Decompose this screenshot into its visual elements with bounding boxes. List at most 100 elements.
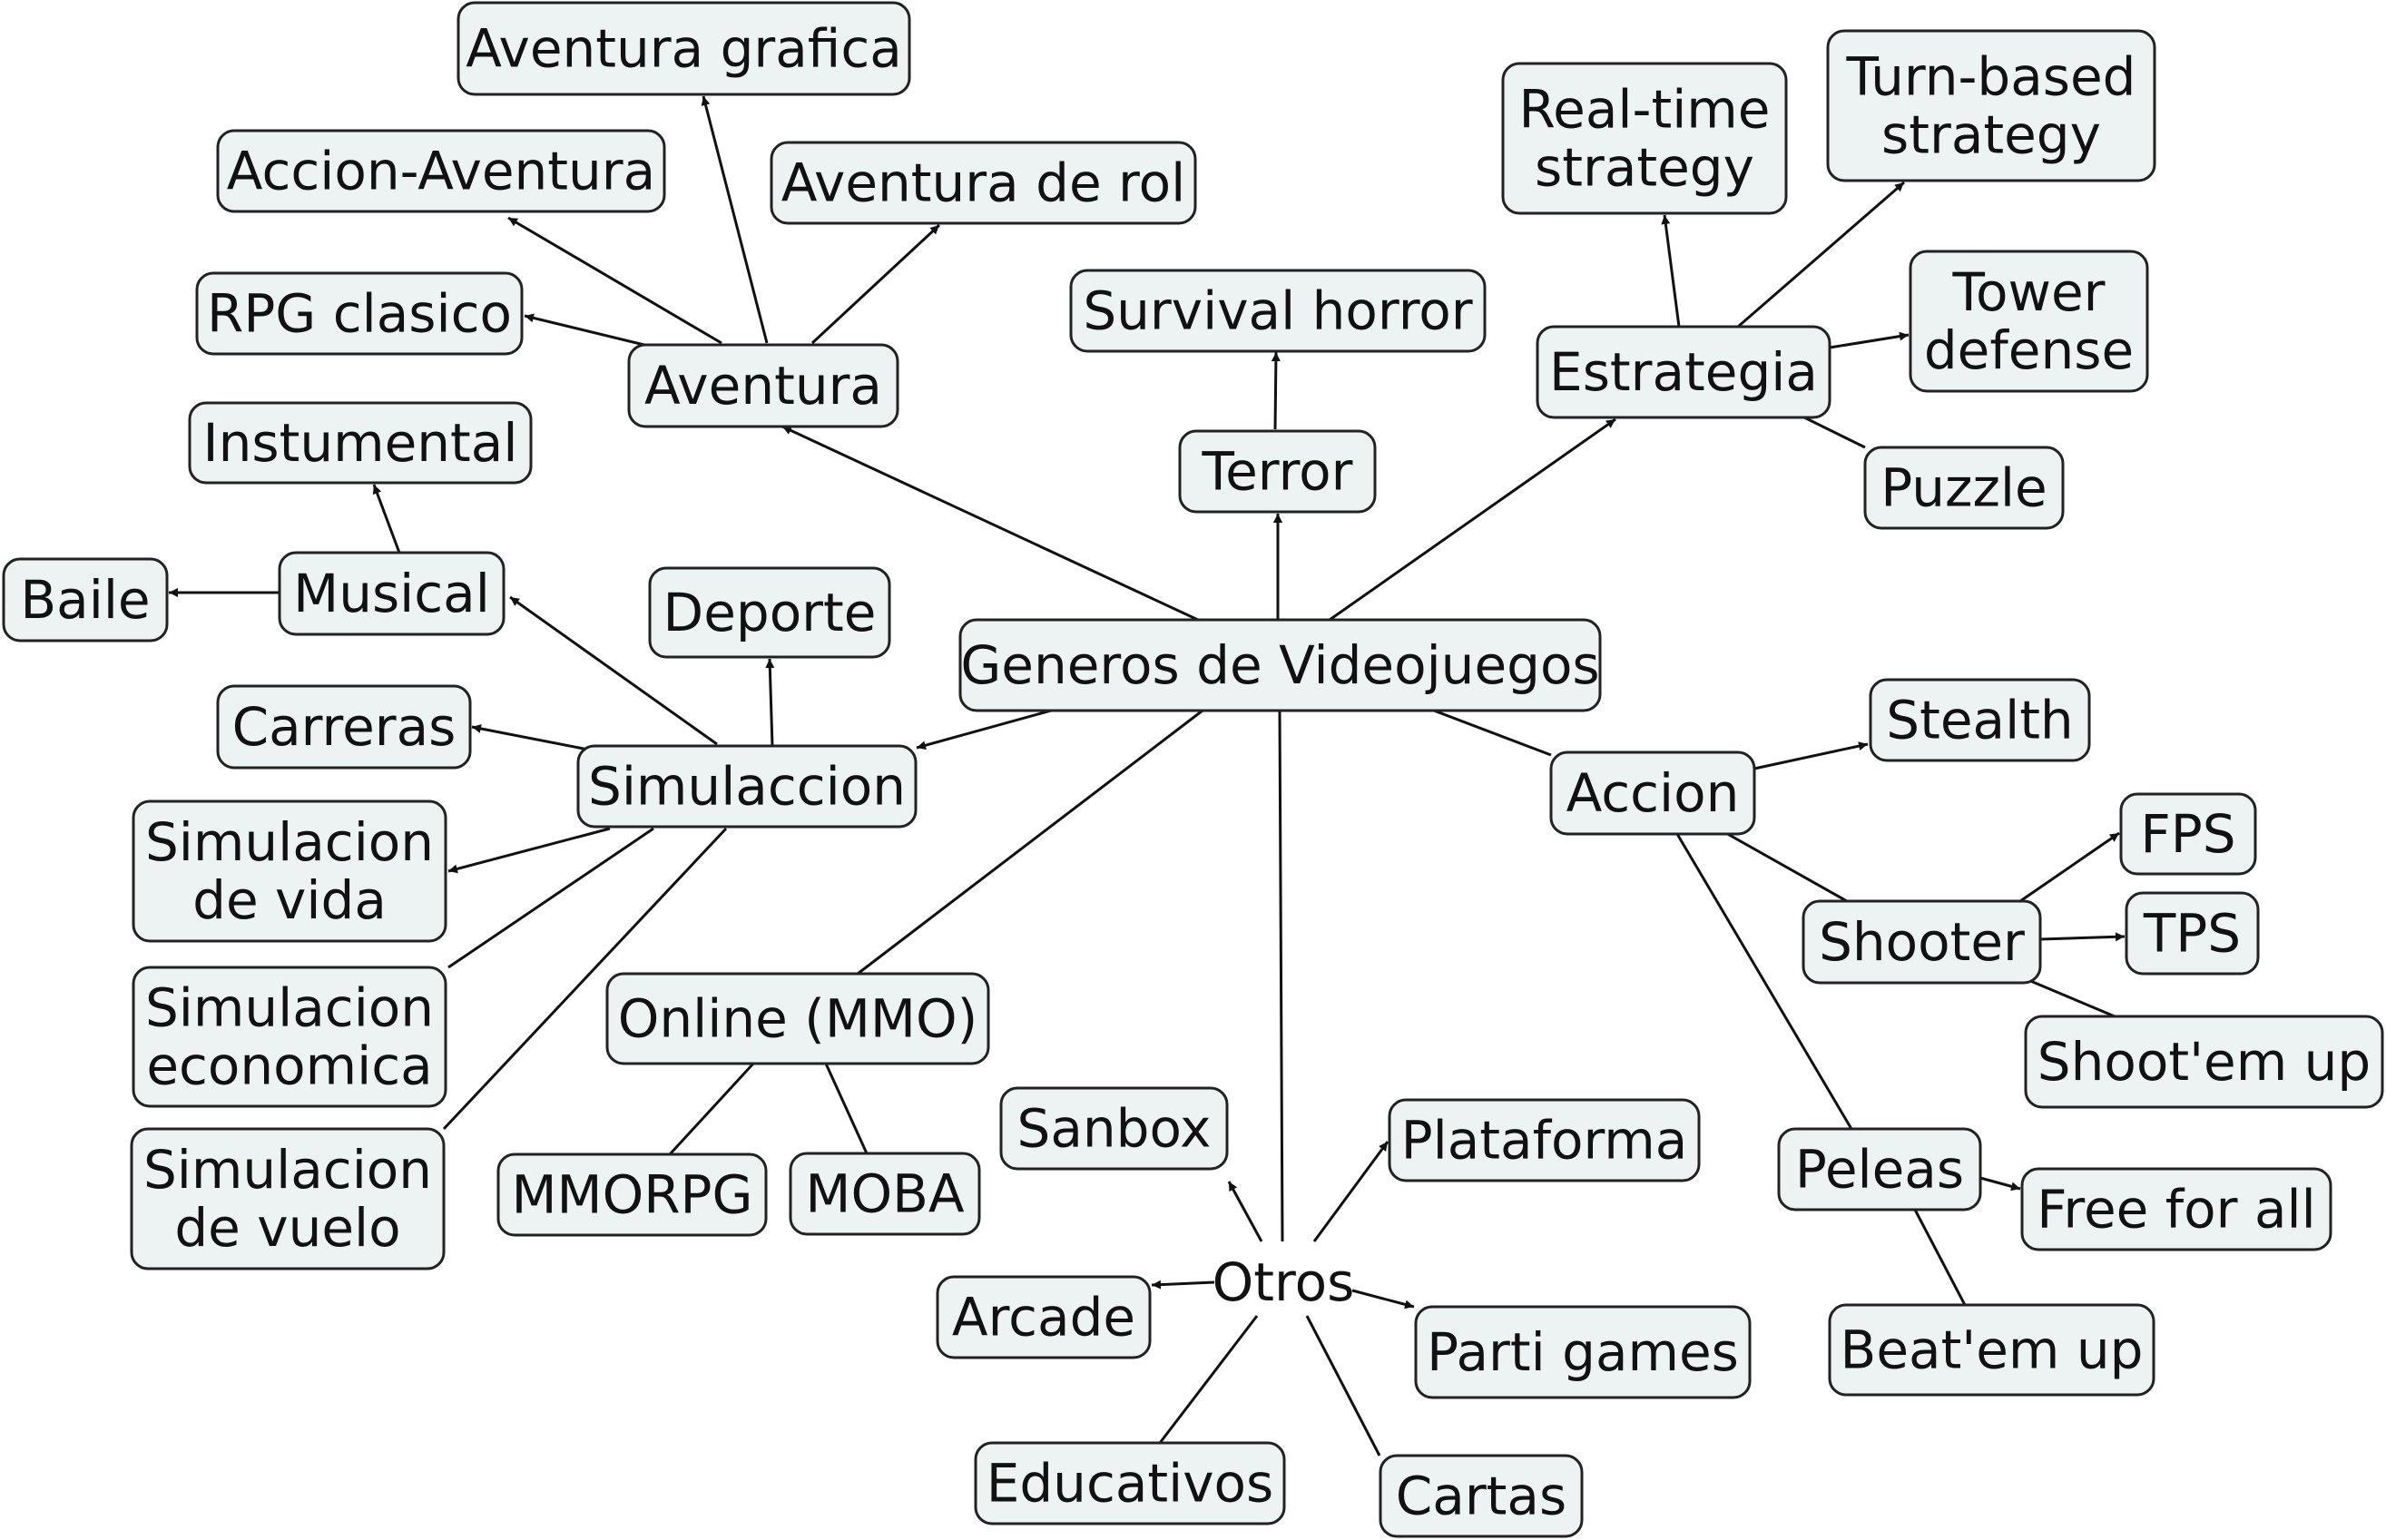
connector-line: [1829, 331, 1910, 349]
connector-line: [1151, 1280, 1215, 1290]
node-label: de vida: [192, 869, 387, 931]
node-label: strategy: [1881, 104, 2101, 166]
node-box: [1069, 269, 1487, 353]
node-box: [130, 1127, 446, 1270]
connector-line: [781, 425, 1199, 622]
connector-line: [1800, 414, 1866, 449]
node-aventura-grafica: Aventura grafica: [457, 1, 911, 96]
node-label: Simulacion: [145, 811, 434, 873]
node-carreras: Carreras: [216, 684, 472, 770]
node-label: defense: [1924, 319, 2134, 381]
node-box: [1501, 62, 1788, 215]
node-stealth: Stealth: [1869, 678, 2091, 762]
node-box: [1549, 750, 1756, 836]
node-box: [576, 744, 918, 829]
connector-line: [810, 223, 941, 345]
connector-line: [2019, 831, 2120, 903]
node-label: Sanbox: [1017, 1098, 1212, 1160]
node-label: FPS: [2140, 803, 2235, 865]
node-parti-games: Parti games: [1414, 1305, 1752, 1399]
node-shootemup: Shoot'em up: [2024, 1015, 2384, 1109]
node-box: [648, 566, 891, 659]
connector-line: [1737, 181, 1905, 329]
node-label: Peleas: [1795, 1139, 1964, 1201]
node-label: Aventura: [644, 355, 882, 417]
node-label: Educativos: [987, 1453, 1274, 1515]
node-moba: MOBA: [789, 1152, 981, 1236]
node-label: Puzzle: [1880, 457, 2047, 519]
node-box: [1909, 250, 2149, 393]
node-survival-horror: Survival horror: [1069, 269, 1487, 353]
node-box: [1869, 678, 2091, 762]
connector-line: [668, 1062, 755, 1156]
node-label: Accion: [1566, 762, 1740, 824]
node-box: [1828, 1303, 2155, 1397]
node-box: [1826, 29, 2156, 182]
node-musical: Musical: [278, 551, 506, 636]
node-shooter: Shooter: [1802, 899, 2042, 985]
node-label: Online (MMO): [618, 988, 978, 1050]
connector-line: [1305, 1315, 1381, 1457]
node-estrategia: Estrategia: [1536, 325, 1831, 419]
connector-line: [1158, 1315, 1259, 1444]
node-root: Generos de Videojuegos: [958, 618, 1602, 712]
node-accion-aventura: Accion-Aventura: [216, 129, 666, 213]
node-label: Beat'em up: [1841, 1319, 2144, 1381]
node-box: [1863, 446, 2065, 530]
node-label: Baile: [20, 569, 150, 631]
node-label: Free for all: [2037, 1179, 2315, 1241]
node-fps: FPS: [2119, 792, 2257, 876]
node-box: [999, 1086, 1229, 1171]
node-box: [2020, 1167, 2332, 1251]
node-label: Musical: [293, 563, 490, 624]
node-label: Real-time: [1518, 79, 1770, 141]
node-label: Accion-Aventura: [227, 141, 655, 202]
connector-line: [1271, 351, 1281, 430]
node-label: Cartas: [1396, 1466, 1566, 1527]
node-box: [216, 684, 472, 770]
node-aventura-rol: Aventura de rol: [770, 141, 1197, 225]
node-label: economica: [146, 1035, 432, 1097]
node-label: Shoot'em up: [2037, 1031, 2371, 1093]
node-online: Online (MMO): [605, 972, 990, 1065]
node-label: Aventura de rol: [781, 152, 1185, 214]
connector-line: [1979, 1176, 2021, 1192]
node-box: [789, 1152, 981, 1236]
node-box: [132, 966, 447, 1108]
connector-line: [824, 1063, 869, 1154]
node-label: Simulacion: [143, 1139, 432, 1201]
node-label: Deporte: [663, 582, 877, 643]
node-instumental: Instumental: [188, 401, 533, 485]
node-box: [605, 972, 990, 1065]
connector-line: [1312, 1141, 1389, 1242]
node-box: [974, 1441, 1286, 1525]
node-label: Aventura grafica: [466, 18, 902, 80]
node-baile: Baile: [2, 557, 169, 642]
node-simulaccion: Simulaccion: [576, 744, 918, 829]
node-label: Plataforma: [1401, 1110, 1688, 1172]
connector-line: [2028, 978, 2116, 1018]
node-label: Parti games: [1427, 1321, 1739, 1383]
connector-line: [447, 827, 654, 969]
node-box: [627, 343, 899, 428]
connector-line: [765, 658, 775, 747]
node-label: Terror: [1202, 441, 1353, 503]
connector-line: [2039, 932, 2126, 942]
node-box: [132, 799, 447, 943]
node-rpg-clasico: RPG clasico: [195, 271, 524, 356]
node-box: [2, 557, 169, 642]
node-label: Otros: [1213, 1251, 1355, 1313]
node-tps: TPS: [2125, 891, 2260, 976]
connector-line: [1723, 830, 1848, 903]
node-label: Shooter: [1819, 911, 2025, 973]
connector-line: [1433, 709, 1552, 757]
connector-line: [916, 709, 1052, 750]
connector-line: [507, 216, 722, 345]
node-mmorpg: MMORPG: [496, 1153, 768, 1237]
connector-line: [471, 724, 589, 751]
node-plataforma: Plataforma: [1388, 1098, 1701, 1182]
node-box: [770, 141, 1197, 225]
